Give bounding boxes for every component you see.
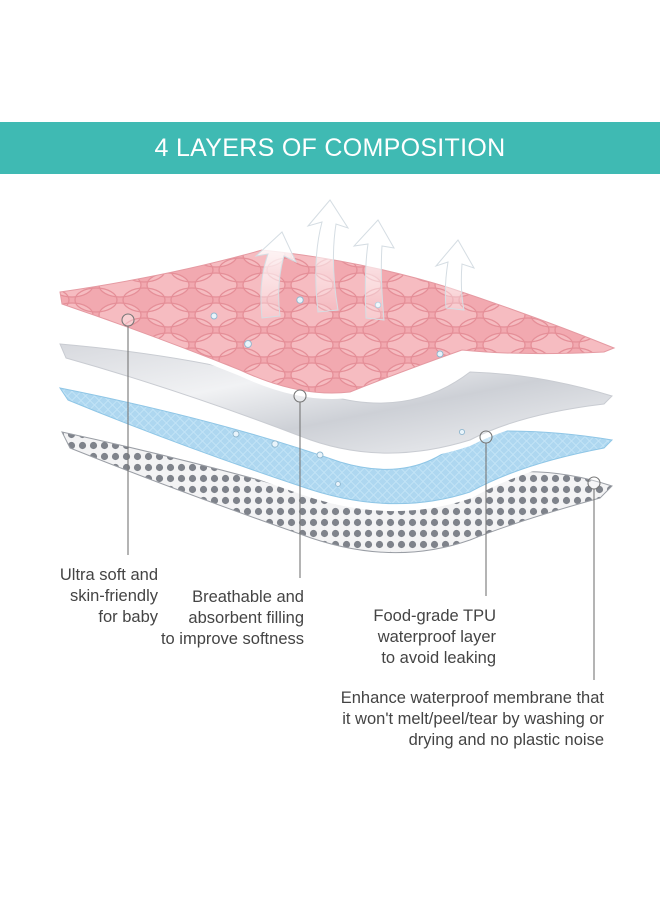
breathability-arrows: [254, 199, 476, 321]
label-tpu-layer: Food-grade TPU waterproof layer to avoid…: [373, 607, 496, 667]
title-banner: 4 LAYERS OF COMPOSITION: [0, 122, 660, 174]
banner-title: 4 LAYERS OF COMPOSITION: [154, 133, 506, 162]
label-filling-layer: Breathable and absorbent filling to impr…: [160, 588, 304, 648]
label-top-layer: Ultra soft and skin-friendly for baby: [59, 566, 158, 626]
label-membrane-layer: Enhance waterproof membrane that it won'…: [340, 689, 604, 749]
leader-lines: [121, 313, 601, 680]
tpu-layer: [58, 387, 614, 512]
